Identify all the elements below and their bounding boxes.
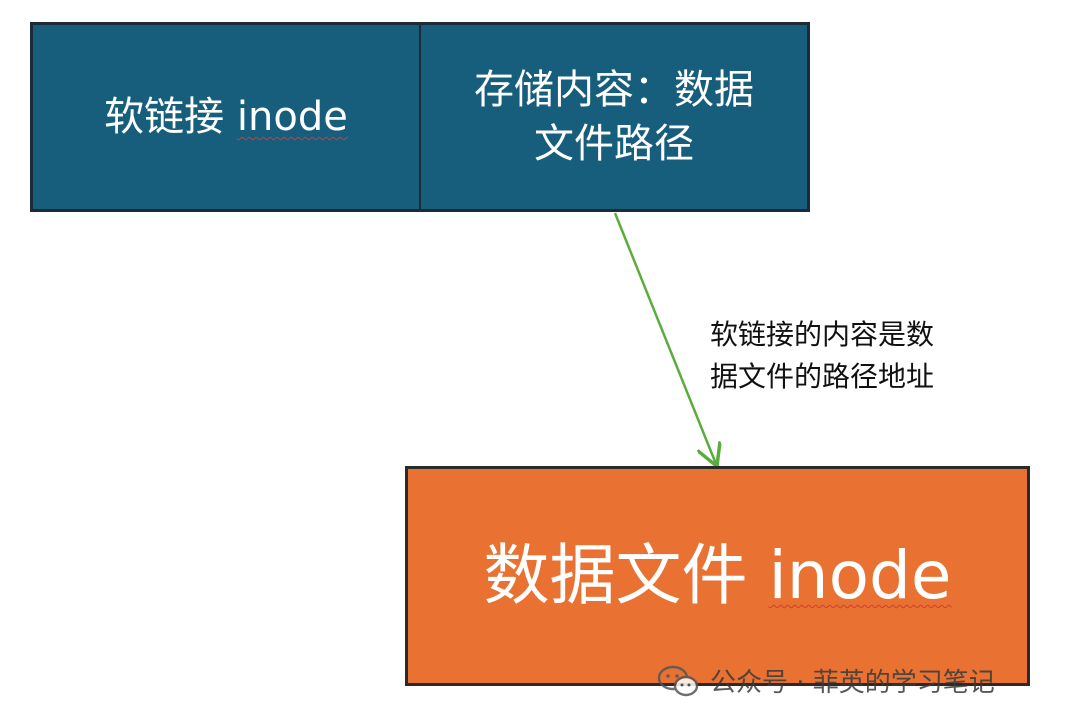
wechat-icon (657, 665, 699, 696)
watermark: 公众号 · 菲英的学习笔记 (656, 662, 995, 699)
datafile-label-inode: inode (768, 537, 952, 614)
arrow-annotation-line2: 据文件的路径地址 (710, 360, 935, 393)
softlink-inode-label: 软链接 inode (104, 90, 348, 144)
datafile-inode-box: 数据文件 inode (405, 466, 1030, 686)
datafile-inode-label: 数据文件 inode (483, 536, 951, 616)
storage-content-box: 存储内容：数据 文件路径 (420, 22, 810, 212)
storage-content-line1: 存储内容：数据 (474, 67, 754, 113)
arrow-annotation-line1: 软链接的内容是数 (710, 318, 935, 351)
softlink-inode-box: 软链接 inode (30, 22, 420, 212)
storage-content-line2: 文件路径 (534, 121, 694, 167)
softlink-label-prefix: 软链接 (104, 94, 237, 140)
arrow-annotation: 软链接的内容是数 据文件的路径地址 (710, 314, 1010, 398)
storage-content-label: 存储内容：数据 文件路径 (474, 63, 754, 171)
softlink-label-inode: inode (236, 94, 348, 140)
arrow-line (613, 212, 716, 464)
datafile-label-prefix: 数据文件 (483, 537, 769, 614)
watermark-text: 公众号 · 菲英的学习笔记 (710, 668, 995, 698)
